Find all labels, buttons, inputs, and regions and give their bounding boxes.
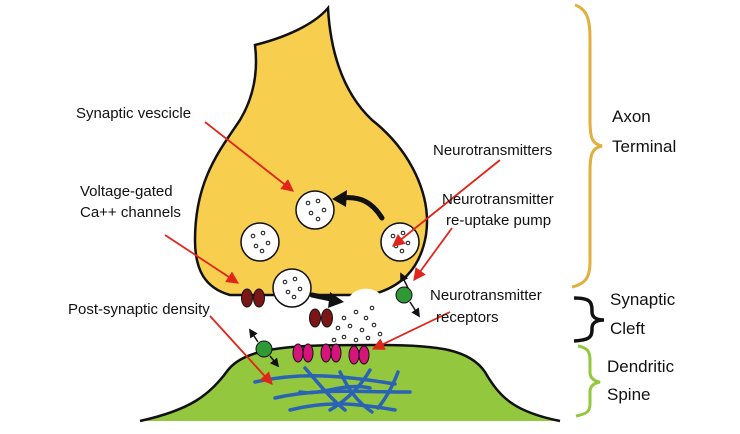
label-reuptake-1: Neurotransmitter	[442, 191, 554, 208]
reuptake-pump-presynaptic	[395, 286, 413, 304]
axon-terminal-brace	[571, 3, 603, 289]
label-ca-channels: Ca++ channels	[80, 204, 181, 221]
label-neurotransmitters: Neurotransmitters	[433, 142, 552, 159]
label-reuptake-2: re-uptake pump	[446, 212, 551, 229]
label-post-synaptic-density: Post-synaptic density	[68, 301, 210, 318]
region-dendritic: Dendritic	[607, 357, 675, 376]
label-voltage-gated: Voltage-gated	[80, 183, 173, 200]
arrow-to-neurotransmitters	[392, 159, 501, 247]
post-synaptic-density-filaments	[253, 366, 412, 414]
region-cleft: Cleft	[610, 319, 645, 338]
axon-terminal	[193, 4, 429, 297]
region-terminal: Terminal	[612, 137, 676, 156]
release-arrowhead	[328, 292, 344, 308]
region-spine: Spine	[607, 385, 650, 404]
arrow-to-pump	[413, 227, 453, 282]
region-synaptic: Synaptic	[610, 290, 676, 309]
label-synaptic-vesicle: Synaptic vescicle	[76, 105, 191, 122]
released-neurotransmitters	[331, 305, 383, 343]
reuptake-pump-postsynaptic	[255, 340, 273, 358]
synaptic-vesicle	[240, 222, 280, 262]
synaptic-vesicle	[272, 268, 312, 308]
neurotransmitter-receptors	[292, 343, 370, 365]
pump-direction-arrows	[249, 272, 420, 368]
label-receptors-1: Neurotransmitter	[430, 287, 542, 304]
voltage-gated-channels	[241, 288, 333, 328]
arrow-to-receptors	[371, 311, 451, 350]
region-axon: Axon	[612, 107, 651, 126]
arrow-to-vesicle	[204, 121, 294, 192]
dendritic-spine-brace	[575, 344, 601, 418]
dendritic-spine-outline	[139, 343, 561, 423]
arrow-to-channels	[164, 234, 240, 284]
arrow-to-density	[209, 315, 273, 385]
label-receptors-2: receptors	[436, 309, 499, 326]
pointer-arrows	[164, 121, 501, 385]
synaptic-cleft-brace	[573, 296, 605, 343]
dendritic-spine	[140, 345, 560, 421]
vesicle-cycle-arrowhead	[332, 190, 347, 207]
synaptic-vesicle	[295, 190, 335, 230]
